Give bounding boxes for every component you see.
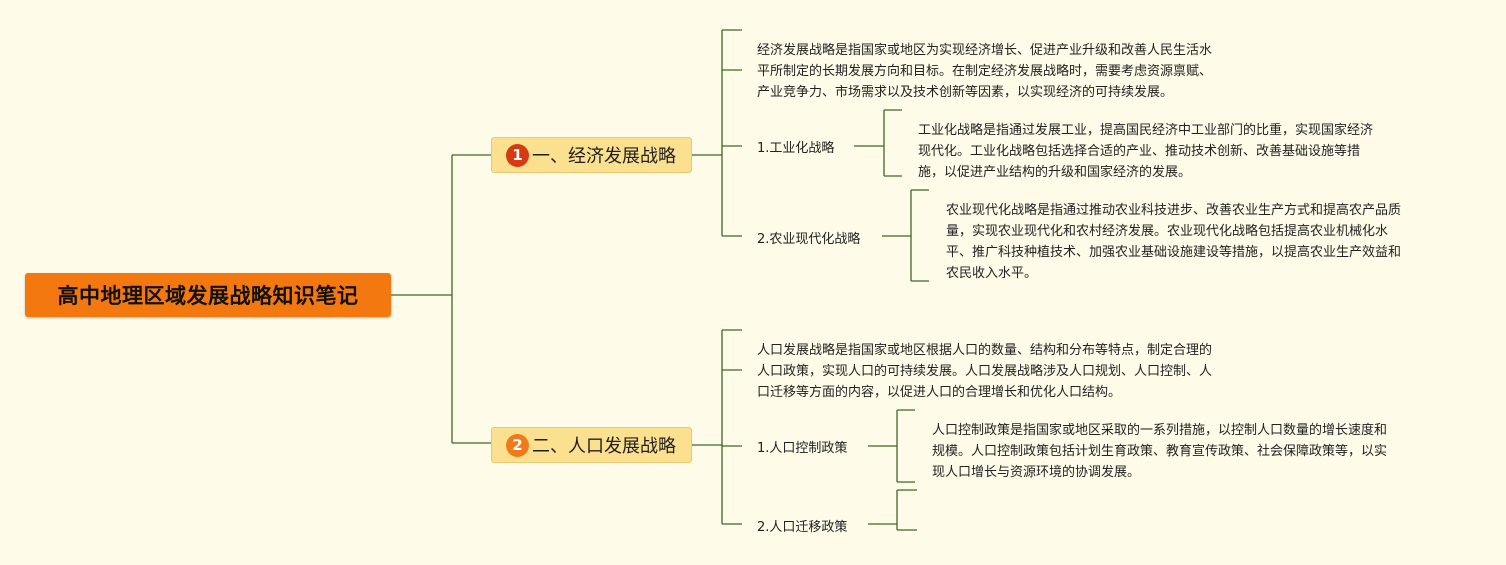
branch-label: 二、人口发展战略 — [532, 436, 676, 457]
economic-strategy-description: 经济发展战略是指国家或地区为实现经济增长、促进产业升级和改善人民生活水 平所制定… — [757, 43, 1213, 100]
topic-agri-modernization[interactable]: 2.农业现代化战略 — [757, 232, 861, 247]
number-badge-2: 2 — [506, 433, 529, 457]
branch-label: 一、经济发展战略 — [532, 146, 676, 167]
root-topic[interactable]: 高中地理区域发展战略知识笔记 — [25, 273, 391, 317]
industrialization-text: 工业化战略是指通过发展工业，提高国民经济中工业部门的比重，实现国家经济 现代化。… — [918, 123, 1374, 180]
number-badge-1: 1 — [506, 143, 529, 167]
topic-population-control[interactable]: 1.人口控制政策 — [757, 441, 848, 456]
migration-connector — [868, 489, 917, 531]
branch2-connector — [692, 329, 742, 525]
topic-industrialization[interactable]: 1.工业化战略 — [757, 141, 835, 156]
population-control-text: 人口控制政策是指国家或地区采取的一系列措施，以控制人口数量的增长速度和 规模。人… — [932, 423, 1388, 480]
control-connector — [868, 409, 915, 483]
agri-modernization-text: 农业现代化战略是指通过推动农业科技进步、改善农业生产方式和提高农产品质 量，实现… — [946, 203, 1402, 281]
root-connector — [391, 154, 491, 444]
industrial-connector — [854, 109, 902, 177]
branch1-connector — [692, 29, 742, 237]
population-strategy-description: 人口发展战略是指国家或地区根据人口的数量、结构和分布等特点，制定合理的 人口政策… — [757, 343, 1213, 400]
branch-population-strategy[interactable]: 2 二、人口发展战略 — [491, 427, 692, 463]
branch-economic-strategy[interactable]: 1 一、经济发展战略 — [491, 137, 692, 173]
topic-population-migration[interactable]: 2.人口迁移政策 — [757, 520, 848, 535]
agri-connector — [882, 189, 929, 282]
